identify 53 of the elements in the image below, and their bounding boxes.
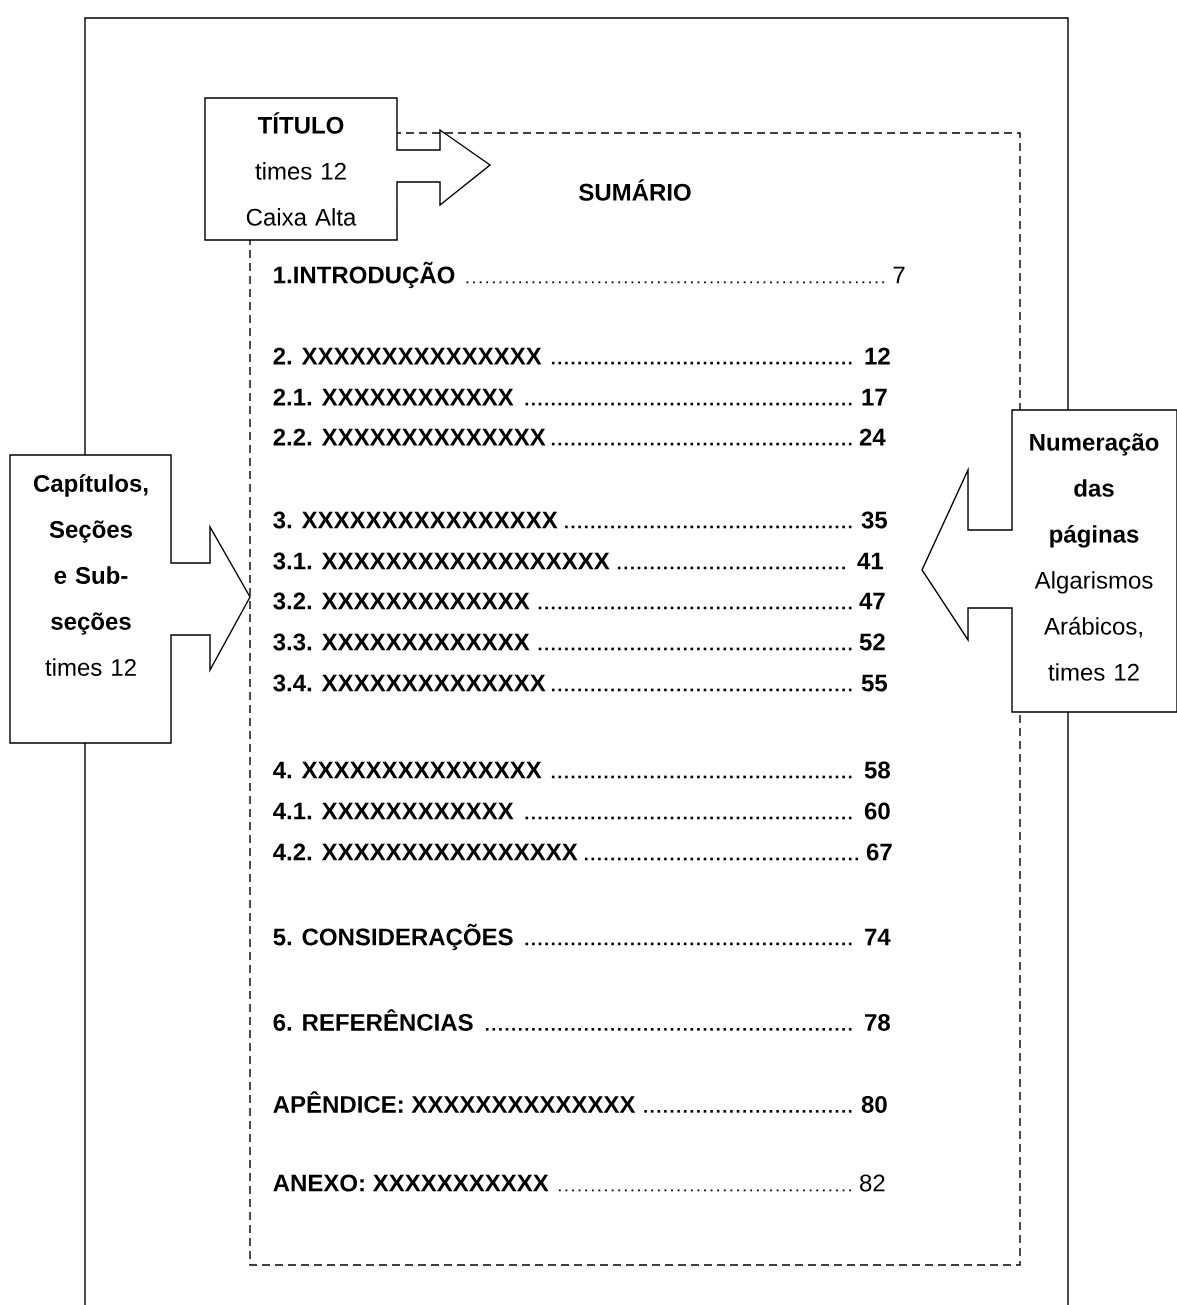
toc-entry: 3.4. XXXXXXXXXXXXXX 55 <box>273 674 888 692</box>
toc-entry: 2.1. XXXXXXXXXXXX 17 <box>273 388 887 406</box>
label: 3.3. XXXXXXXXXXXXX <box>273 633 530 651</box>
label: APÊNDICE: XXXXXXXXXXXXXX <box>273 1091 636 1113</box>
label: 4. XXXXXXXXXXXXXXX <box>273 761 542 779</box>
label: 74 <box>865 928 891 946</box>
arrow-callout: TÍTULO times 12 Caixa Alta <box>204 97 492 241</box>
toc-entry: 1.INTRODUÇÃO 7 <box>274 261 905 289</box>
label: 3.1. XXXXXXXXXXXXXXXXXX <box>273 552 610 570</box>
arrow-callout: Numeração das páginas Algarismos Arábicos, times 12 <box>921 409 1177 713</box>
toc-entry: 2.2. XXXXXXXXXXXXXX 24 <box>273 428 886 446</box>
label: 78 <box>865 1013 890 1031</box>
toc-entry: 3.3. XXXXXXXXXXXXX 52 <box>273 633 885 651</box>
label: 2.2. XXXXXXXXXXXXXX <box>273 428 546 446</box>
label: 47 <box>859 592 885 610</box>
label: ANEXO: XXXXXXXXXXX <box>273 1174 549 1192</box>
toc-entry: APÊNDICE: XXXXXXXXXXXXXX 80 <box>273 1091 887 1113</box>
node-label: Algarismos Arábicos, times 12 <box>1034 571 1153 681</box>
toc-entry: 4.1. XXXXXXXXXXXX 60 <box>273 802 890 820</box>
toc-entry: ANEXO: XXXXXXXXXXX 82 <box>273 1174 885 1193</box>
toc-entry: 3. XXXXXXXXXXXXXXXX 35 <box>273 511 888 529</box>
label: 52 <box>859 633 885 651</box>
arrow-callout: Capítulos, Seções e Sub-seções times 12 <box>9 454 251 744</box>
label: 4.2. XXXXXXXXXXXXXXXX <box>273 843 578 861</box>
toc-entry: 5. CONSIDERAÇÕES 74 <box>273 923 891 951</box>
label: 80 <box>861 1095 887 1113</box>
toc-entry: 3.1. XXXXXXXXXXXXXXXXXX 41 <box>273 552 884 570</box>
label: 55 <box>861 674 888 692</box>
label: 35 <box>861 511 888 529</box>
label: 6. REFERÊNCIAS <box>273 1009 473 1031</box>
label: 82 <box>860 1174 885 1192</box>
label: 2.1. XXXXXXXXXXXX <box>273 388 514 406</box>
label: 7 <box>893 266 905 284</box>
label: 67 <box>866 843 892 861</box>
toc-entry: 4. XXXXXXXXXXXXXXX 58 <box>273 761 890 779</box>
node-label: Numeração das páginas <box>1030 433 1159 548</box>
label: 5. CONSIDERAÇÕES <box>273 923 513 951</box>
toc-entry: 6. REFERÊNCIAS 78 <box>273 1009 890 1031</box>
label: 24 <box>859 428 886 446</box>
toc-entry: 2. XXXXXXXXXXXXXXX 12 <box>273 347 890 365</box>
label: 17 <box>862 388 887 406</box>
toc-entry: 3.2. XXXXXXXXXXXXX 47 <box>273 592 885 610</box>
label: 1.INTRODUÇÃO <box>274 261 455 289</box>
label: 12 <box>865 347 890 365</box>
label: 3.4. XXXXXXXXXXXXXX <box>273 674 546 692</box>
toc-entry: 4.2. XXXXXXXXXXXXXXXX 67 <box>273 843 892 861</box>
label: 3. XXXXXXXXXXXXXXXX <box>273 511 558 529</box>
label: 4.1. XXXXXXXXXXXX <box>273 802 514 820</box>
label: 3.2. XXXXXXXXXXXXX <box>273 592 530 610</box>
label: 2. XXXXXXXXXXXXXXX <box>273 347 542 365</box>
label: 60 <box>864 802 890 820</box>
label: 58 <box>864 761 890 779</box>
label: 41 <box>857 552 884 570</box>
